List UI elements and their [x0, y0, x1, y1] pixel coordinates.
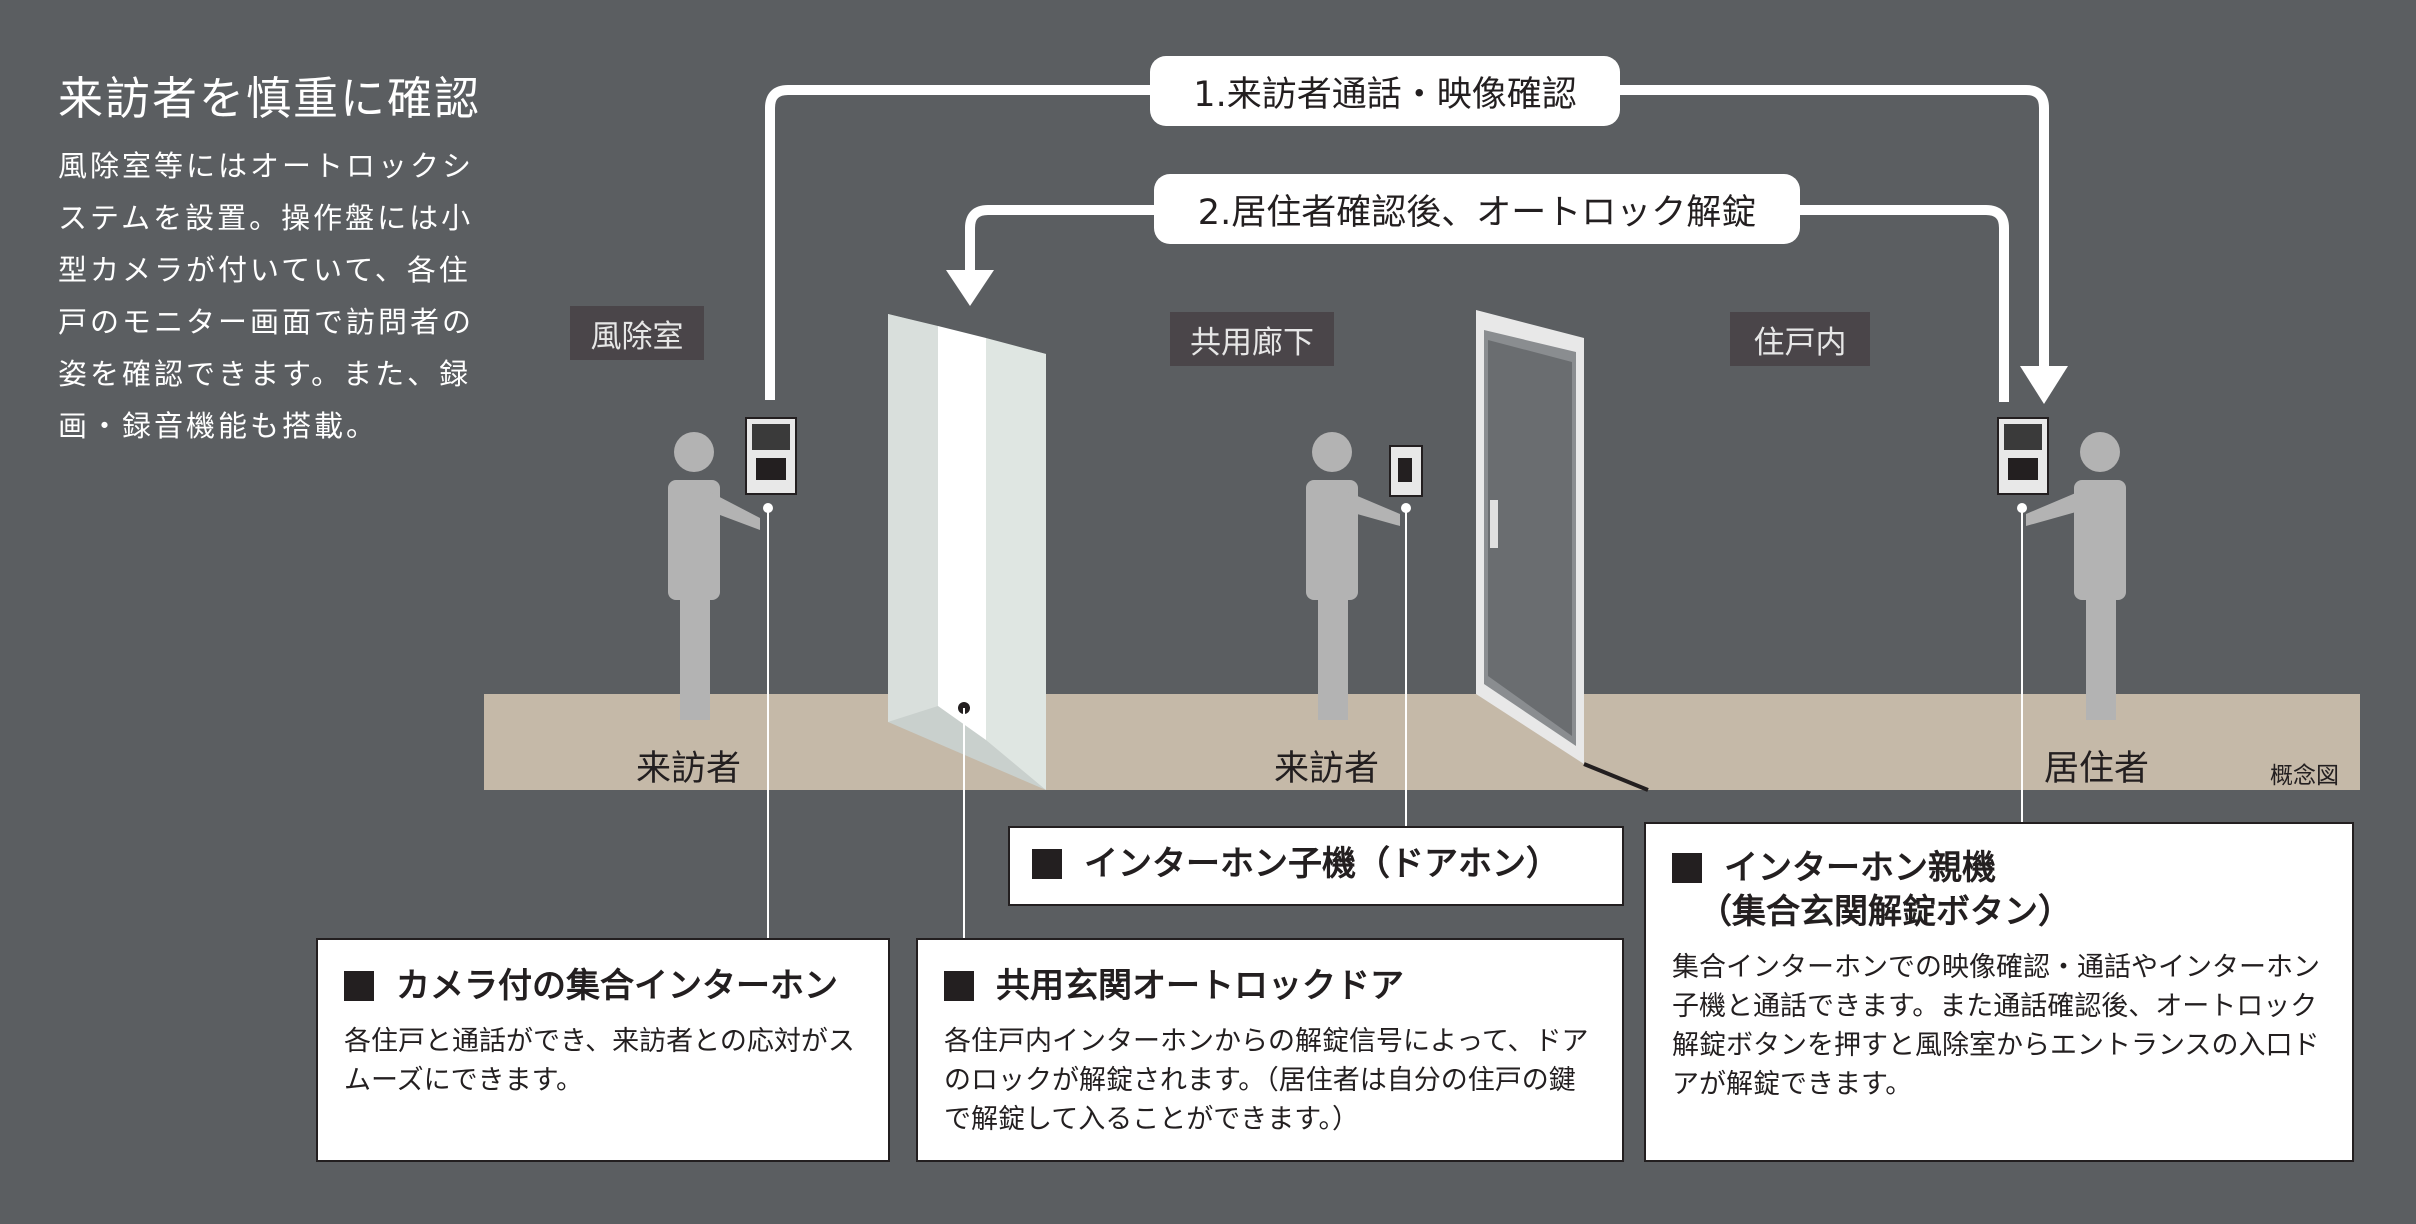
callout-door-phone-title: インターホン子機（ドアホン） [1032, 842, 1622, 886]
resident-figure [2026, 432, 2126, 720]
visitor-figure-middle [1306, 432, 1400, 720]
zone-label-residence: 住戸内 [1730, 312, 1870, 366]
intro-text: 風除室等にはオートロックシステムを設置。操作盤には小型カメラが付いていて、各住戸… [58, 149, 475, 443]
callout-camera-intercom-desc: 各住戸と通話ができ、来訪者との応対がスムーズにできます。 [344, 1026, 855, 1096]
concept-note: 概念図 [2270, 763, 2339, 789]
floor-label-visitor-left: 来訪者 [636, 749, 742, 789]
callout-master-phone: インターホン親機 （集合玄関解錠ボタン） 集合インターホンでの映像確認・通話やイ… [1644, 822, 2354, 1162]
callout-autolock-door: 共用玄関オートロックドア 各住戸内インターホンからの解錠信号によって、ドアのロッ… [916, 938, 1624, 1162]
floor [484, 694, 2360, 790]
square-bullet-icon [1672, 853, 1702, 883]
residence-door [1476, 310, 1649, 792]
floor-label-resident: 居住者 [2044, 749, 2150, 789]
master-intercom-unit [1997, 417, 2049, 513]
page-title: 来訪者を慎重に確認 [58, 72, 482, 125]
zone-label-corridor: 共用廊下 [1170, 312, 1334, 366]
callout-camera-intercom: カメラ付の集合インターホン 各住戸と通話ができ、来訪者との応対がスムーズにできま… [316, 938, 890, 1162]
callout-camera-intercom-title: カメラ付の集合インターホン [344, 964, 864, 1008]
callout-autolock-door-desc: 各住戸内インターホンからの解錠信号によって、ドアのロックが解錠されます。（居住者… [944, 1026, 1589, 1135]
square-bullet-icon [344, 971, 374, 1001]
callout-door-phone: インターホン子機（ドアホン） [1008, 826, 1624, 906]
square-bullet-icon [944, 971, 974, 1001]
callout-master-phone-desc: 集合インターホンでの映像確認・通話やインターホン子機と通話できます。また通話確認… [1672, 952, 2320, 1100]
callout-autolock-door-title: 共用玄関オートロックドア [944, 964, 1600, 1008]
floor-label-visitor-middle: 来訪者 [1274, 749, 1380, 789]
callout-master-phone-title: インターホン親機 [1672, 846, 2328, 890]
arrowhead-down-icon [946, 270, 994, 306]
arrowhead-down-icon [2020, 366, 2068, 404]
zone-label-vestibule: 風除室 [570, 306, 704, 360]
camera-intercom-panel [745, 417, 797, 513]
flow-step-2-label: 2.居住者確認後、オートロック解錠 [1154, 174, 1800, 244]
door-phone-unit [1389, 445, 1423, 513]
flow-step-1-label: 1.来訪者通話・映像確認 [1150, 56, 1620, 126]
square-bullet-icon [1032, 849, 1062, 879]
autolock-glass-door [888, 314, 1046, 790]
callout-master-phone-subtitle: （集合玄関解錠ボタン） [1698, 892, 2072, 932]
visitor-figure-left [668, 432, 760, 720]
